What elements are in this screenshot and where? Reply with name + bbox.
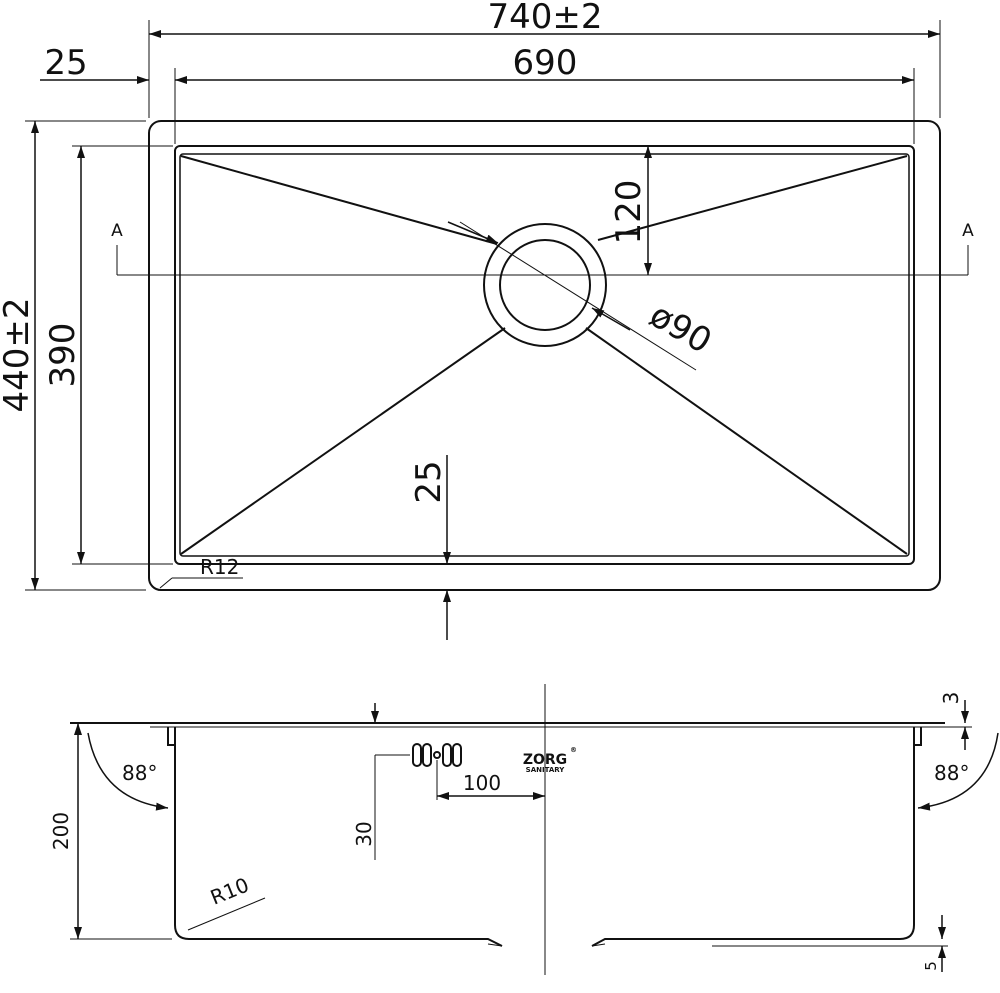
brand-subtitle: SANITARY bbox=[526, 766, 566, 774]
drain-arrow-a bbox=[447, 221, 499, 244]
top-view bbox=[25, 20, 969, 640]
outer-flange-outline bbox=[148, 120, 941, 591]
bowl-inner-outline bbox=[179, 153, 910, 557]
corner-radius-label: R12 bbox=[200, 555, 239, 579]
section-marker-right: A bbox=[962, 221, 974, 241]
drain-offset-label: 120 bbox=[609, 180, 649, 245]
drain-outer-ring bbox=[483, 223, 607, 347]
angle-left-label: 88° bbox=[122, 761, 157, 785]
angle-arc-left bbox=[87, 732, 169, 811]
brand-mark: ® bbox=[570, 746, 577, 754]
brand-logo: ZORG ® SANITARY bbox=[523, 746, 577, 774]
rear-offset-label: 25 bbox=[409, 460, 449, 503]
height-label: 200 bbox=[49, 812, 73, 850]
overflow-holes bbox=[412, 743, 462, 767]
section-marker-left: A bbox=[111, 221, 123, 241]
overall-depth-label: 440±2 bbox=[0, 297, 37, 412]
bottom-step-label: 5 bbox=[922, 961, 940, 971]
bowl-outline bbox=[174, 145, 915, 565]
flange-offset-label: 25 bbox=[44, 43, 87, 83]
bowl-depth-label: 390 bbox=[43, 323, 83, 388]
angle-arc-right bbox=[917, 732, 999, 811]
bottom-radius-label: R10 bbox=[207, 873, 252, 910]
overall-width-label: 740±2 bbox=[487, 0, 602, 37]
flange-thickness-label: 3 bbox=[939, 692, 963, 705]
left-wall bbox=[167, 727, 176, 746]
drain-inner-ring bbox=[499, 239, 591, 331]
brand-name: ZORG bbox=[523, 752, 567, 768]
overflow-offset-label: 100 bbox=[463, 771, 501, 795]
drain-slope-lines bbox=[180, 155, 908, 555]
angle-right-label: 88° bbox=[934, 761, 969, 785]
drain-diameter-line bbox=[459, 221, 697, 371]
bowl-width-label: 690 bbox=[513, 43, 578, 83]
side-view bbox=[70, 684, 999, 975]
overflow-height-label: 30 bbox=[352, 821, 376, 846]
drain-arrow-b bbox=[591, 307, 631, 331]
drain-diameter-label: ø90 bbox=[643, 295, 718, 362]
right-wall bbox=[913, 727, 922, 746]
